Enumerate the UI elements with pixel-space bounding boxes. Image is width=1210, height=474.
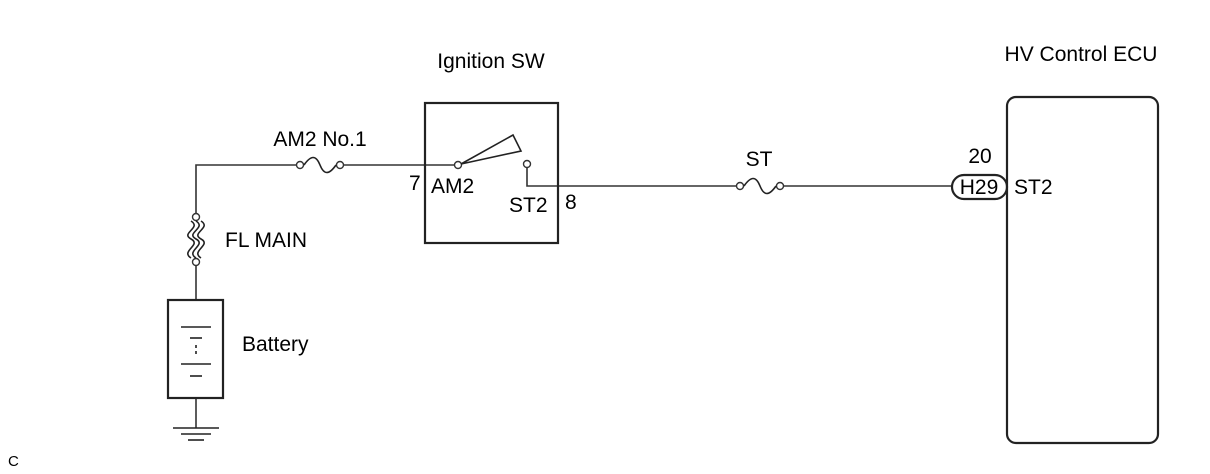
fuse-am2-icon — [295, 156, 345, 174]
fuse-am2-label: AM2 No.1 — [273, 128, 366, 151]
connector-h29-label: H29 — [960, 176, 999, 199]
hv-ecu-title: HV Control ECU — [1005, 43, 1158, 66]
connector-h29-outline — [950, 173, 1009, 201]
ignition-switch-box — [423, 101, 560, 245]
battery-label: Battery — [242, 333, 309, 356]
hv-ecu-box — [1005, 95, 1160, 445]
fuse-st-label: ST — [746, 148, 773, 171]
fusible-link-icon — [187, 212, 205, 267]
pin-st2-name: ST2 — [509, 194, 548, 217]
wire-fl-to-am2-fuse — [195, 164, 297, 216]
pin-am2-name: AM2 — [431, 175, 474, 198]
footer-code: C — [8, 453, 19, 470]
ground-icon — [173, 427, 219, 441]
ecu-pin-name: ST2 — [1014, 176, 1053, 199]
switch-contact-icon — [453, 133, 532, 170]
pin-st2-number: 8 — [565, 191, 577, 214]
wire-st2-out — [526, 166, 737, 187]
ignition-switch-title: Ignition SW — [437, 50, 545, 73]
fuse-st-icon — [735, 177, 785, 195]
fusible-link-label: FL MAIN — [225, 229, 307, 252]
pin-am2-number: 7 — [409, 172, 421, 195]
battery-icon — [166, 298, 225, 400]
ecu-pin-number: 20 — [968, 145, 991, 168]
